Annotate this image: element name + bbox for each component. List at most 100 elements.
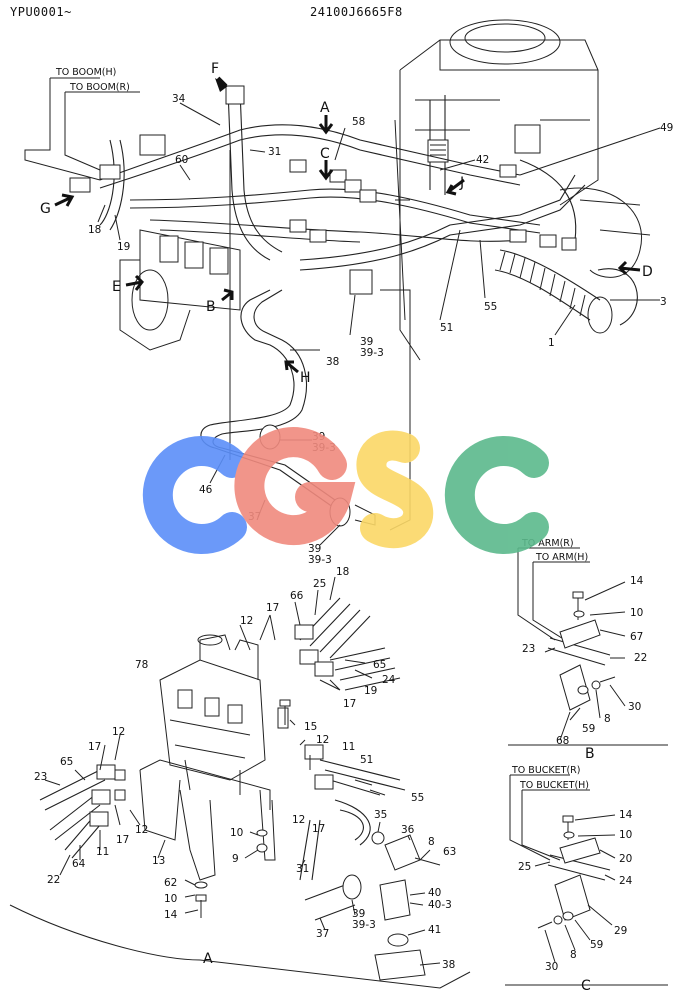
view-arrows <box>54 76 641 374</box>
callout: 10 <box>619 829 632 841</box>
watermark-s <box>356 430 434 549</box>
watermark-logo <box>142 427 549 554</box>
callout: 39 <box>308 543 321 555</box>
view-b: TO ARM(R) TO ARM(H) B 14 10 67 23 22 8 3… <box>508 538 668 762</box>
callout: 17 <box>343 698 356 710</box>
callout: 39-3 <box>308 554 332 566</box>
callout: 31 <box>296 863 309 875</box>
to-boom-r-label: TO BOOM(R) <box>69 82 130 93</box>
callout: 23 <box>34 771 47 783</box>
to-boom-h-label: TO BOOM(H) <box>55 67 116 78</box>
drawing-code: YPU0001~ <box>10 5 72 19</box>
callout: 13 <box>152 855 165 867</box>
fittings-row <box>69 159 577 295</box>
callout: 8 <box>604 713 611 725</box>
callout: 66 <box>290 590 304 602</box>
callout: 22 <box>47 874 60 886</box>
callout: 19 <box>364 685 377 697</box>
callout: 31 <box>268 146 281 158</box>
callout: 42 <box>476 154 489 166</box>
callout: 38 <box>326 356 339 368</box>
watermark-c1 <box>142 436 247 554</box>
callout: 78 <box>135 659 148 671</box>
view-c: TO BUCKET(R) TO BUCKET(H) C 14 10 20 25 … <box>505 765 668 994</box>
callout: 65 <box>373 659 386 671</box>
callout: 30 <box>545 961 558 973</box>
callout: 55 <box>484 301 497 313</box>
callout: 25 <box>518 861 531 873</box>
bracket-13 <box>139 759 276 881</box>
to-bucket-r-label: TO BUCKET(R) <box>511 765 580 776</box>
to-arm-h-label: TO ARM(H) <box>535 552 588 563</box>
callout: 65 <box>60 756 73 768</box>
view-arrow-a: A <box>320 100 330 116</box>
callout: 62 <box>164 877 177 889</box>
callout: 36 <box>401 824 415 836</box>
callout: 64 <box>72 858 86 870</box>
view-b-title: B <box>585 746 595 762</box>
engine-block <box>380 19 651 531</box>
to-bucket-h-label: TO BUCKET(H) <box>519 780 589 791</box>
view-a-title: A <box>203 951 213 967</box>
view-arrow-h: H <box>300 370 311 386</box>
callout: 14 <box>630 575 644 587</box>
part-number: 24100J6665F8 <box>310 5 403 19</box>
callout: 19 <box>117 241 130 253</box>
callout: 51 <box>360 754 373 766</box>
callout: 24 <box>619 875 633 887</box>
callout: 11 <box>96 846 109 858</box>
watermark-c2 <box>444 436 549 554</box>
callout: 63 <box>443 846 456 858</box>
view-a-bracket <box>9 904 471 989</box>
callout: 12 <box>316 734 329 746</box>
callout: 11 <box>342 741 355 753</box>
callout: 17 <box>312 823 325 835</box>
callout: 24 <box>382 674 396 686</box>
callout: 10 <box>164 893 177 905</box>
callout: 49 <box>660 122 673 134</box>
hoses-a-right <box>277 597 406 881</box>
to-boom-brackets <box>24 77 140 181</box>
view-arrow-d: D <box>642 264 653 280</box>
view-arrow-b: B <box>206 299 216 315</box>
callout: 67 <box>630 631 643 643</box>
callout: 51 <box>440 322 453 334</box>
callout: 59 <box>590 939 603 951</box>
callout: 20 <box>619 853 632 865</box>
callout: 1 <box>548 337 555 349</box>
callout: 39-3 <box>352 919 376 931</box>
callout: 59 <box>582 723 595 735</box>
callout: 8 <box>428 836 435 848</box>
callout: 10 <box>630 607 643 619</box>
callout: 55 <box>411 792 424 804</box>
callout: 30 <box>628 701 641 713</box>
callout: 18 <box>88 224 101 236</box>
callout: 17 <box>116 834 129 846</box>
fitting-assembly <box>304 831 441 981</box>
view-arrow-j: J <box>459 175 464 191</box>
hoses-a-left <box>39 764 126 859</box>
intake-hose-1 <box>494 249 638 334</box>
view-a: A 18 25 66 17 12 78 65 24 19 17 15 12 11… <box>9 566 471 989</box>
callout: 22 <box>634 652 647 664</box>
callout: 58 <box>352 116 365 128</box>
callout: 68 <box>556 735 569 747</box>
callout: 14 <box>619 809 633 821</box>
callout: 17 <box>88 741 101 753</box>
callout: 35 <box>374 809 387 821</box>
bolts-a <box>194 699 291 918</box>
to-arm-r-label: TO ARM(R) <box>521 538 574 549</box>
view-arrow-c: C <box>320 146 330 162</box>
callout: 29 <box>614 925 627 937</box>
main-hoses <box>99 85 586 271</box>
callout: 60 <box>175 154 188 166</box>
main-view: TO BOOM(H) TO BOOM(R) F A C G J E B D H … <box>24 19 673 566</box>
view-arrow-f: F <box>211 61 219 77</box>
callout: 39 <box>352 908 365 920</box>
callout: 10 <box>230 827 243 839</box>
callout: 18 <box>336 566 349 578</box>
callout: 9 <box>232 853 239 865</box>
callout: 34 <box>172 93 186 105</box>
